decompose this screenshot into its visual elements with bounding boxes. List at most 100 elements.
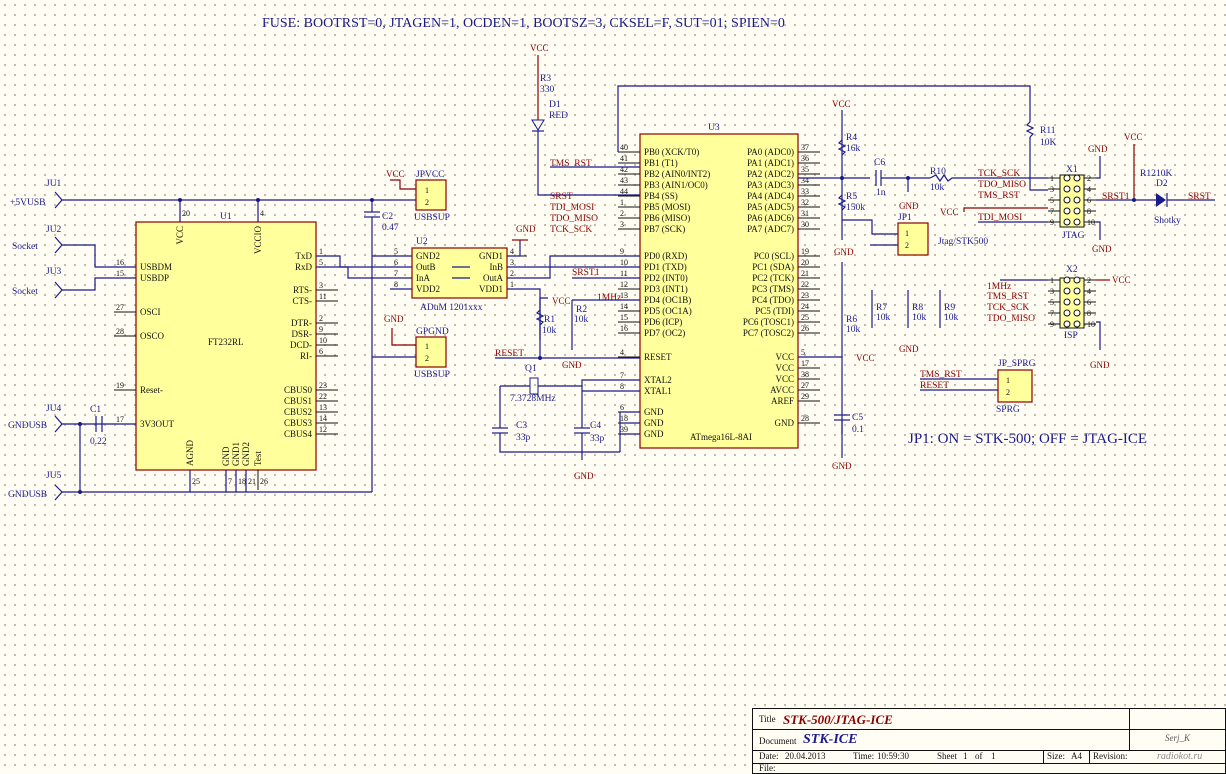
- header-pin-no: 2: [1087, 276, 1091, 285]
- header-pad: [1073, 185, 1081, 193]
- svg-text:JU3: JU3: [46, 267, 62, 277]
- tb-logo-area: [1129, 709, 1130, 751]
- u3-pin-name: PD4 (OC1B): [644, 295, 691, 305]
- header-pin-no: 10: [1087, 320, 1095, 329]
- header-pin-no: 6: [1087, 196, 1091, 205]
- svg-text:Socket: Socket: [12, 242, 38, 252]
- svg-text:JPVCC: JPVCC: [416, 170, 445, 180]
- jumper-note: JP1: ON = STK-500; OFF = JTAG-ICE: [908, 431, 1147, 447]
- u3-pin-name: PA2 (ADC2): [747, 169, 794, 179]
- u3-pin-name: VCC: [775, 374, 794, 384]
- svg-text:GND: GND: [1092, 244, 1112, 254]
- svg-text:R2: R2: [576, 305, 587, 315]
- u1-pin-name: Test: [253, 451, 263, 466]
- svg-text:Q1: Q1: [525, 364, 537, 374]
- u1-pin-name: USBDM: [140, 262, 172, 272]
- ju3-connector: JU3 Socket: [12, 267, 136, 299]
- u1-pin-name: USBDP: [140, 273, 169, 283]
- u2-part: ADuM 1201xxx: [420, 303, 483, 313]
- header-pad: [1063, 174, 1071, 182]
- u1-pin-no: 2: [319, 314, 323, 323]
- u1-pin-no: 19: [116, 381, 124, 390]
- gnd-u2: GND: [512, 224, 536, 241]
- svg-text:R6: R6: [846, 315, 857, 325]
- u3-pin-name: PB6 (MISO): [644, 213, 690, 223]
- svg-text:X2: X2: [1066, 265, 1078, 275]
- svg-text:D1: D1: [549, 100, 561, 110]
- u3-pin-no: 37: [801, 143, 809, 152]
- svg-text:10k: 10k: [912, 313, 927, 323]
- u3-pin-name: PC3 (TMS): [752, 284, 794, 294]
- u1-pin-no: 3: [319, 281, 323, 290]
- u1-pin-name: AGND: [185, 440, 195, 466]
- u3-pin-name: RESET: [644, 352, 672, 362]
- u3-pin-no: 19: [801, 247, 809, 256]
- u3-pin-name: GND: [644, 429, 664, 439]
- header-pad: [1063, 207, 1071, 215]
- r12-d2-srst: VCC R12 10K D2 Shotky SRST1 SRST: [1096, 132, 1215, 226]
- header-pin-no: 1: [1050, 276, 1054, 285]
- svg-text:TCK_SCK: TCK_SCK: [987, 303, 1029, 313]
- header-pad: [1073, 320, 1081, 328]
- u3-pin-no: 36: [801, 154, 809, 163]
- svg-text:33p: 33p: [516, 433, 531, 443]
- u1-pin-no: 23: [319, 381, 327, 390]
- svg-text:TMS_RST: TMS_RST: [978, 191, 1020, 201]
- header-pin-no: 4: [1087, 185, 1091, 194]
- svg-text:0.47: 0.47: [382, 223, 399, 233]
- u3-pin-name: PB7 (SCK): [644, 224, 685, 234]
- u3-pin-name: GND: [775, 418, 795, 428]
- svg-text:C6: C6: [874, 158, 885, 168]
- u2-pin-name: VDD1: [479, 284, 503, 294]
- u1-pin-no: 13: [319, 403, 327, 412]
- svg-text:SRST1: SRST1: [1102, 192, 1130, 202]
- u1-pin-name: OSCI: [140, 307, 161, 317]
- u2-pin-no: 7: [394, 269, 398, 278]
- svg-text:USBSUP: USBSUP: [414, 213, 450, 223]
- svg-text:JU5: JU5: [46, 471, 62, 481]
- u2-ref: U2: [416, 237, 428, 247]
- u3-pin-no: 4: [620, 348, 624, 357]
- u3-pin-name: PC7 (TOSC2): [743, 328, 794, 338]
- svg-text:33p: 33p: [590, 434, 605, 444]
- u3-pin-name: PC5 (TDI): [755, 306, 794, 316]
- svg-text:R1: R1: [544, 315, 555, 325]
- u1-pin-name: CTS-: [292, 296, 312, 306]
- u1-pin-name: VCC: [175, 226, 185, 245]
- svg-text:TDI_MOSI: TDI_MOSI: [978, 213, 1022, 223]
- u1-pin-no: 11: [319, 292, 327, 301]
- u1-pin-name: 3V3OUT: [140, 419, 174, 429]
- c4-capacitor: C4 33p GND: [574, 421, 605, 481]
- svg-text:JU4: JU4: [46, 404, 62, 414]
- u2-pin-name: OutB: [416, 262, 436, 272]
- svg-text:R10: R10: [930, 167, 946, 177]
- svg-text:JU2: JU2: [46, 225, 62, 235]
- svg-text:GND: GND: [1088, 144, 1108, 154]
- svg-text:R11: R11: [1040, 126, 1056, 136]
- u2-pin-name: OutA: [483, 273, 504, 283]
- u1-pin-name: GND1: [231, 442, 241, 466]
- header-pad: [1063, 309, 1071, 317]
- u3-pin-name: PD6 (ICP): [644, 317, 682, 327]
- ju4-connector: JU4 GNDUSB: [8, 404, 136, 433]
- tb-row-file: File:: [759, 763, 776, 773]
- header-pin-no: 1: [1050, 174, 1054, 183]
- r3-led-d1: VCC R3 330 D1 RED: [530, 43, 640, 196]
- gnd-pullups: GND: [899, 344, 919, 354]
- u3-pin-name: XTAL2: [644, 375, 672, 385]
- u3-pin-no: 7: [620, 371, 624, 380]
- c1-capacitor: C1 0.22: [90, 405, 107, 447]
- u1-pin-no: 16: [116, 258, 124, 267]
- u2-pin-no: 5: [394, 247, 398, 256]
- c6-capacitor: C6 1n GND: [874, 158, 930, 211]
- u3-pin-no: 8: [620, 382, 624, 391]
- u3-pin-name: PC4 (TDO): [752, 295, 794, 305]
- u1-pin-no: 27: [116, 303, 124, 312]
- u1-pin-no: 14: [319, 414, 327, 423]
- u1-pin-no: 7: [228, 477, 232, 486]
- net-srst1: SRST1: [572, 268, 600, 278]
- svg-text:GNDUSB: GNDUSB: [8, 421, 47, 431]
- u2-pin-no: 1: [510, 280, 514, 289]
- u3-pin-no: 24: [801, 302, 809, 311]
